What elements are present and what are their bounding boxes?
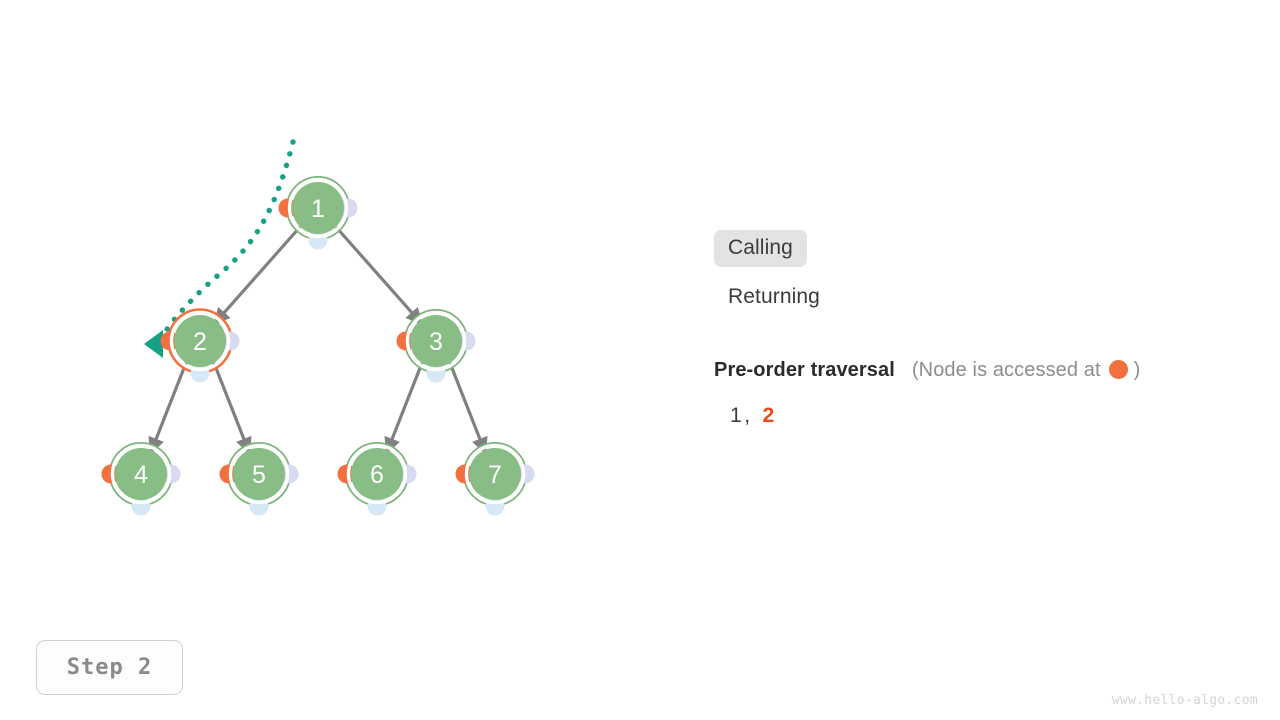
traversal-value-1: 2 [762, 404, 775, 427]
recursion-pointer-path [144, 139, 296, 358]
tree-node-6[interactable]: 6 [337, 442, 417, 516]
tree-edge-3-7 [448, 362, 488, 455]
tree-edge-group [148, 225, 488, 455]
legend-calling-row: Calling [714, 229, 1254, 267]
node-label-7: 7 [488, 461, 502, 489]
tree-edge-1-3 [334, 225, 423, 325]
access-dot-icon [1108, 360, 1128, 379]
node-body-1[interactable] [292, 182, 344, 234]
binary-tree-diagram: 1 2 3 4 5 6 7 [101, 139, 535, 516]
tree-node-2[interactable]: 2 [160, 308, 240, 383]
node-body-5[interactable] [233, 448, 285, 500]
legend-returning-label[interactable]: Returning [728, 284, 820, 308]
tree-edge-2-5 [212, 362, 252, 455]
step-badge-label: Step 2 [66, 655, 153, 680]
node-label-3: 3 [429, 328, 443, 356]
node-body-4[interactable] [115, 448, 167, 500]
node-label-1: 1 [311, 195, 325, 223]
node-gap-ring-5 [228, 443, 290, 505]
traversal-separator-0: , [744, 404, 751, 427]
tree-node-5[interactable]: 5 [219, 442, 299, 516]
tree-edge-2-4 [148, 362, 188, 455]
node-gap-ring-6 [346, 443, 408, 505]
traversal-note: (Node is accessed at) [912, 359, 1141, 382]
node-label-5: 5 [252, 461, 266, 489]
node-label-4: 4 [134, 461, 148, 489]
recursion-pointer-arrowhead [144, 330, 163, 358]
traversal-note-prefix: (Node is accessed at [911, 359, 1101, 381]
tree-node-3[interactable]: 3 [396, 309, 476, 383]
tree-edge-1-2 [213, 225, 302, 325]
node-body-7[interactable] [469, 448, 521, 500]
node-body-3[interactable] [410, 315, 462, 367]
node-label-2: 2 [193, 328, 207, 356]
traversal-value-0: 1 [730, 404, 743, 427]
legend-calling-label[interactable]: Calling [714, 229, 807, 267]
node-gap-ring-1 [287, 177, 349, 239]
node-gap-ring-7 [464, 443, 526, 505]
info-panel: Calling Returning Pre-order traversal (N… [714, 229, 1254, 428]
traversal-note-suffix: ) [1133, 359, 1141, 381]
node-body-6[interactable] [351, 448, 403, 500]
tree-edge-3-6 [384, 362, 424, 455]
node-body-2[interactable] [174, 315, 226, 367]
tree-node-4[interactable]: 4 [101, 442, 181, 516]
node-gap-ring-4 [110, 443, 172, 505]
watermark: www.hello-algo.com [1111, 693, 1258, 708]
node-gap-ring-2 [169, 310, 231, 372]
tree-node-7[interactable]: 7 [455, 442, 535, 516]
traversal-values-list: 1,2 [730, 404, 1254, 428]
tree-node-1[interactable]: 1 [278, 176, 358, 250]
legend-returning-row: Returning [714, 281, 1254, 313]
tree-node-group: 1 2 3 4 5 6 7 [101, 176, 535, 516]
traversal-heading: Pre-order traversal (Node is accessed at… [714, 359, 1254, 382]
node-gap-ring-3 [405, 310, 467, 372]
step-badge: Step 2 [36, 640, 183, 695]
traversal-title: Pre-order traversal [714, 359, 895, 381]
node-label-6: 6 [370, 461, 384, 489]
traversal-block: Pre-order traversal (Node is accessed at… [714, 359, 1254, 428]
